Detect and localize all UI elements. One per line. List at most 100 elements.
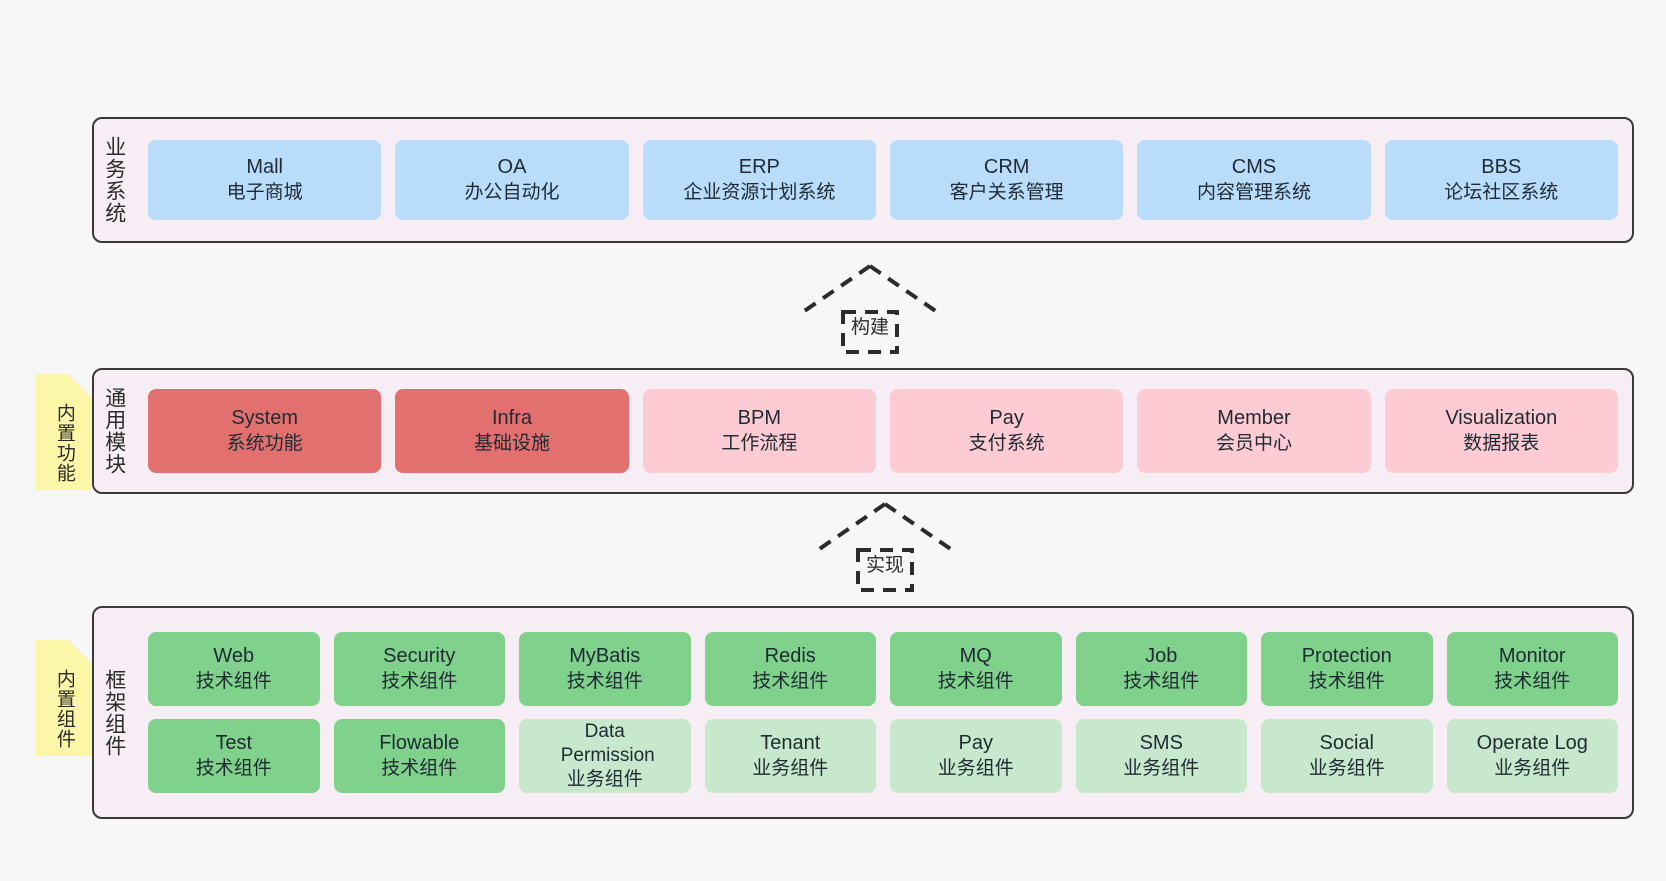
node-test[interactable]: Test 技术组件 [148, 719, 320, 793]
node-title: Flowable [379, 732, 460, 755]
layer-body-business-systems: Mall 电子商城 OA 办公自动化 ERP 企业资源计划系统 CRM 客户关系… [134, 119, 1632, 241]
node-pay-module[interactable]: Pay 支付系统 [889, 389, 1124, 473]
node-title: Protection [1301, 645, 1392, 668]
node-subtitle: 业务组件 [1123, 757, 1200, 779]
node-subtitle: 工作流程 [721, 432, 798, 454]
node-subtitle: 技术组件 [752, 670, 829, 692]
node-operate-log[interactable]: Operate Log 业务组件 [1446, 719, 1618, 793]
node-title: Member [1217, 407, 1291, 430]
node-title: Security [383, 645, 456, 668]
node-protection[interactable]: Protection 技术组件 [1261, 632, 1433, 706]
node-subtitle: 论坛社区系统 [1444, 181, 1559, 203]
layer-title-common-modules: 通用模块 [102, 387, 126, 475]
node-title: SMS [1139, 732, 1183, 755]
node-crm[interactable]: CRM 客户关系管理 [889, 140, 1124, 220]
node-title: MQ [959, 645, 992, 668]
node-row: Web 技术组件 Security 技术组件 MyBatis 技术组件 Redi… [148, 632, 1618, 706]
node-subtitle: 业务组件 [752, 757, 829, 779]
node-mybatis[interactable]: MyBatis 技术组件 [519, 632, 691, 706]
node-title: Pay [958, 732, 993, 755]
node-system[interactable]: System 系统功能 [148, 389, 382, 473]
node-subtitle: 企业资源计划系统 [683, 181, 836, 203]
node-row: System 系统功能 Infra 基础设施 BPM 工作流程 Pay 支付系统… [148, 389, 1618, 473]
node-mq[interactable]: MQ 技术组件 [890, 632, 1062, 706]
node-social[interactable]: Social 业务组件 [1261, 719, 1433, 793]
node-subtitle: 系统功能 [226, 432, 303, 454]
node-title: Infra [491, 407, 532, 430]
node-erp[interactable]: ERP 企业资源计划系统 [642, 140, 876, 220]
node-data-permission[interactable]: Data Permission 业务组件 [519, 719, 691, 793]
layer-body-framework-components: Web 技术组件 Security 技术组件 MyBatis 技术组件 Redi… [134, 608, 1632, 817]
node-subtitle: 办公自动化 [464, 181, 560, 203]
node-subtitle: 技术组件 [195, 670, 272, 692]
node-subtitle: 客户关系管理 [949, 181, 1064, 203]
sticky-note-label: 内置组件 [53, 669, 75, 749]
node-sms[interactable]: SMS 业务组件 [1075, 719, 1247, 793]
node-title: Monitor [1498, 645, 1566, 668]
node-title: Web [213, 645, 255, 668]
sticky-note-builtin-component[interactable]: 内置组件 [36, 640, 92, 756]
node-title: System [231, 407, 298, 430]
layer-business-systems: 业务系统 Mall 电子商城 OA 办公自动化 ERP 企业资源计划系统 CRM… [92, 117, 1634, 243]
node-oa[interactable]: OA 办公自动化 [395, 140, 629, 220]
layer-framework-components: 框架组件 Web 技术组件 Security 技术组件 MyBatis 技术组件… [92, 606, 1634, 819]
node-pay-component[interactable]: Pay 业务组件 [890, 719, 1062, 793]
node-redis[interactable]: Redis 技术组件 [704, 632, 876, 706]
node-subtitle: 电子商城 [226, 181, 303, 203]
node-subtitle: 基础设施 [473, 432, 550, 454]
node-subtitle: 技术组件 [937, 670, 1014, 692]
layer-common-modules: 通用模块 System 系统功能 Infra 基础设施 BPM 工作流程 Pay… [92, 368, 1634, 494]
node-title: CMS [1231, 156, 1277, 179]
node-title: BBS [1481, 156, 1522, 179]
node-title: Tenant [760, 732, 821, 755]
node-title: OA [497, 156, 527, 179]
node-title: Visualization [1445, 407, 1558, 430]
node-subtitle: 业务组件 [937, 757, 1014, 779]
node-title: Operate Log [1476, 732, 1588, 755]
sticky-note-builtin-function[interactable]: 内置功能 [36, 374, 92, 490]
node-subtitle: 业务组件 [1308, 757, 1385, 779]
node-security[interactable]: Security 技术组件 [333, 632, 505, 706]
node-cms[interactable]: CMS 内容管理系统 [1137, 140, 1371, 220]
node-subtitle: 技术组件 [1494, 670, 1571, 692]
node-subtitle: 技术组件 [381, 757, 458, 779]
node-title: Pay [989, 407, 1024, 430]
layer-body-common-modules: System 系统功能 Infra 基础设施 BPM 工作流程 Pay 支付系统… [134, 370, 1632, 492]
node-subtitle: 内容管理系统 [1196, 181, 1311, 203]
node-member[interactable]: Member 会员中心 [1137, 389, 1371, 473]
connector-label-build: 构建 [850, 317, 889, 338]
connector-implement: 实现 [810, 500, 960, 592]
node-subtitle: 技术组件 [195, 757, 272, 779]
connector-label-implement: 实现 [865, 555, 904, 576]
node-title: BPM [737, 407, 781, 430]
connector-build: 构建 [795, 262, 945, 354]
node-title: Mall [246, 156, 283, 179]
node-visualization[interactable]: Visualization 数据报表 [1384, 389, 1618, 473]
node-tenant[interactable]: Tenant 业务组件 [704, 719, 876, 793]
node-subtitle: 会员中心 [1215, 432, 1292, 454]
node-row: Mall 电子商城 OA 办公自动化 ERP 企业资源计划系统 CRM 客户关系… [148, 140, 1618, 220]
layer-title-framework-components: 框架组件 [102, 668, 126, 757]
node-title: Test [215, 732, 253, 755]
node-mall[interactable]: Mall 电子商城 [148, 140, 382, 220]
node-web[interactable]: Web 技术组件 [148, 632, 320, 706]
node-subtitle: 技术组件 [1308, 670, 1385, 692]
node-monitor[interactable]: Monitor 技术组件 [1446, 632, 1618, 706]
dashed-arrow-up-icon [813, 502, 957, 592]
node-bpm[interactable]: BPM 工作流程 [642, 389, 876, 473]
node-title: ERP [738, 156, 780, 179]
sticky-note-label: 内置功能 [53, 403, 75, 483]
node-job[interactable]: Job 技术组件 [1075, 632, 1247, 706]
node-subtitle: 技术组件 [566, 670, 643, 692]
node-subtitle: 技术组件 [1123, 670, 1200, 692]
node-bbs[interactable]: BBS 论坛社区系统 [1384, 140, 1618, 220]
node-subtitle: 数据报表 [1463, 432, 1540, 454]
node-infra[interactable]: Infra 基础设施 [395, 389, 629, 473]
node-title: Social [1319, 732, 1374, 755]
node-subtitle: 业务组件 [566, 769, 643, 791]
node-title: CRM [983, 156, 1030, 179]
node-title: Data Permission [560, 720, 655, 766]
node-title: Job [1145, 645, 1178, 668]
node-flowable[interactable]: Flowable 技术组件 [333, 719, 505, 793]
layer-title-business-systems: 业务系统 [102, 136, 126, 224]
